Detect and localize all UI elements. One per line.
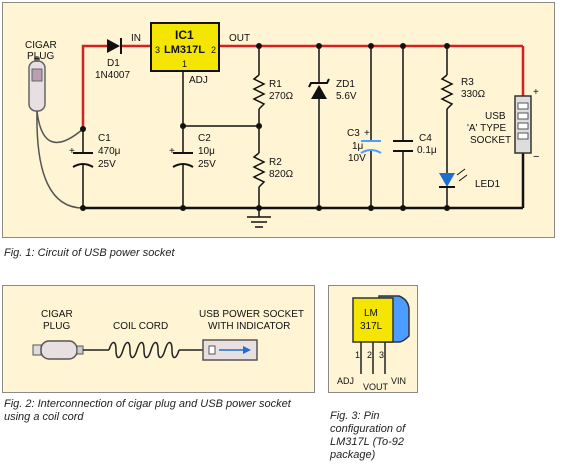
fig1-caption: Fig. 1: Circuit of USB power socket [4,247,175,259]
coil-cord [108,341,180,359]
usb-label-2: 'A' TYPE [467,123,507,134]
capacitor-c2: + [169,146,194,168]
c3-voltage: 10V [348,153,366,164]
chip-label-2: 317L [360,321,383,332]
ground-rail [83,153,525,210]
r1-name: R1 [269,79,282,90]
fig2-usb-label-1: USB POWER SOCKET [199,309,304,320]
junctions [180,43,450,211]
fig2-cigar-label-2: PLUG [43,321,70,332]
in-label: IN [131,33,141,44]
diode-d1 [107,38,122,54]
fig2-cigar-plug [32,340,84,360]
chip-pins [360,342,386,374]
c1-value: 470μ [98,146,121,157]
out-label: OUT [229,33,250,44]
pin-adj-label: ADJ [337,376,354,386]
r3-value: 330Ω [461,89,486,100]
c3-value: 1μ [352,141,364,152]
c2-voltage: 25V [198,159,216,170]
c2-name: C2 [198,133,211,144]
r1-value: 270Ω [269,91,294,102]
ground-symbol [247,208,271,228]
r2-name: R2 [269,157,282,168]
ic1-pin-adj: 1 [182,59,187,69]
r2-value: 820Ω [269,169,294,180]
led1 [439,168,468,188]
zd1-name: ZD1 [336,79,355,90]
c1-voltage: 25V [98,159,116,170]
usb-plus: + [533,87,539,98]
cigar-plug-label-2: PLUG [27,51,54,62]
c4-name: C4 [419,133,432,144]
ic1-pin-in: 3 [155,45,160,55]
capacitor-c3 [360,140,382,154]
lm317l-pinout: LM 317L 1 2 3 ADJ VOUT VIN [337,295,410,392]
usb-minus: − [533,151,539,163]
usb-label-1: USB [485,111,506,122]
fig2-panel: CIGAR PLUG COIL CORD USB POWER SOCKET WI… [2,285,315,393]
usb-label-3: SOCKET [470,135,511,146]
c1-name: C1 [98,133,111,144]
pin2-label: 2 [367,350,372,360]
ic1-pin-out: 2 [211,45,216,55]
fig1-panel: CIGAR PLUG D1 1N4007 IN IC1 LM317L 3 2 1… [2,2,555,238]
wires [82,46,448,208]
resistor-r2 [252,152,266,188]
pin-vin-label: VIN [391,376,406,386]
ic1-part: LM317L [164,44,205,56]
pin-vout-label: VOUT [363,382,389,392]
zener-zd1 [308,78,330,99]
fig2-caption: Fig. 2: Interconnection of cigar plug an… [4,398,291,423]
cigar-plug [28,56,86,211]
c3-plus: + [364,128,370,139]
usb-socket [514,95,532,154]
to92-package [352,295,410,343]
fig2-usb-label-2: WITH INDICATOR [208,321,290,332]
d1-name: D1 [107,58,120,69]
cigar-plug-label-1: CIGAR [25,40,57,51]
c3-name: C3 [347,128,360,139]
svg-text:+: + [169,146,175,157]
positive-rail [81,44,525,129]
fig2-usb-socket [202,339,258,361]
d1-part: 1N4007 [95,70,130,81]
capacitor-c1: + [69,146,94,168]
usb-power-socket-circuit: CIGAR PLUG D1 1N4007 IN IC1 LM317L 3 2 1… [25,22,539,228]
chip-label-1: LM [364,308,378,319]
capacitor-c4 [393,140,413,152]
ic1-name: IC1 [175,28,194,42]
r3-name: R3 [461,77,474,88]
pin1-label: 1 [355,350,360,360]
resistor-r3 [440,74,454,110]
fig3-panel: LM 317L 1 2 3 ADJ VOUT VIN [328,285,418,393]
c4-value: 0.1μ [417,145,437,156]
c2-value: 10μ [198,146,215,157]
pin3-label: 3 [379,350,384,360]
zd1-value: 5.6V [336,91,357,102]
led1-name: LED1 [475,179,500,190]
fig2-cigar-label-1: CIGAR [41,309,73,320]
resistor-r1 [252,74,266,110]
ic1-regulator [150,22,220,72]
fig3-caption: Fig. 3: Pin configuration of LM317L (To-… [330,410,406,461]
svg-text:+: + [69,146,75,157]
interconnection-diagram: CIGAR PLUG COIL CORD USB POWER SOCKET WI… [32,309,304,361]
fig2-coil-label: COIL CORD [113,321,168,332]
adj-label: ADJ [189,75,208,86]
